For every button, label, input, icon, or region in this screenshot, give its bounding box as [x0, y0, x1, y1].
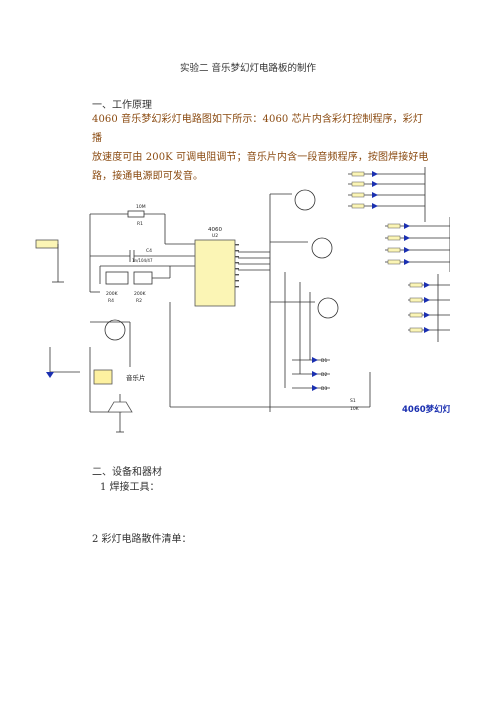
- section-heading-equipment: 二、设备和器材: [92, 467, 162, 478]
- document-title: 实验二 音乐梦幻灯电路板的制作: [179, 63, 317, 74]
- led-group-2: [404, 223, 410, 265]
- schematic-caption: 4060梦幻灯: [402, 404, 450, 415]
- section-heading-principle: 一、工作原理: [92, 100, 152, 111]
- wires: [35, 167, 450, 433]
- transistor-q1: [294, 189, 316, 211]
- led-group-3: [424, 282, 430, 333]
- speaker-icon: [107, 401, 133, 413]
- diode-label: D2: [321, 372, 327, 378]
- c1-value: 1n/104/47: [132, 258, 153, 263]
- diode-label: D1: [321, 358, 327, 364]
- music-chip: [93, 369, 113, 385]
- r2-ref: R2: [136, 298, 142, 304]
- transistor-q3: [317, 297, 339, 319]
- ic-name: 4060: [208, 227, 222, 233]
- switch-value: 10K: [350, 406, 360, 412]
- transistor-q2: [311, 237, 333, 259]
- diode-group: [312, 357, 318, 391]
- power-jack: [35, 239, 59, 249]
- circuit-schematic: 4060 U2 10M R1 C4 1n/104/47 200K R4 200K…: [35, 167, 450, 433]
- equipment-item-tools: 1 焊接工具：: [100, 482, 160, 493]
- pot-ref: R4: [108, 298, 114, 304]
- ic-ref: U2: [212, 233, 218, 239]
- r1-value: 10M: [136, 204, 146, 210]
- paragraph-line: 4060 音乐梦幻彩灯电路图如下所示：4060 芯片内含彩灯控制程序，彩灯播: [92, 114, 423, 144]
- equipment-item-parts: 2 彩灯电路散件清单：: [92, 534, 192, 545]
- diode-label: D3: [321, 386, 327, 392]
- c1-ref: C4: [146, 248, 152, 254]
- switch-ref: S1: [350, 398, 356, 404]
- music-chip-label: 音乐片: [126, 373, 146, 382]
- ic-4060: [194, 239, 236, 307]
- principle-paragraph: 4060 音乐梦幻彩灯电路图如下所示：4060 芯片内含彩灯控制程序，彩灯播 放…: [92, 110, 432, 186]
- led-group-1: [372, 171, 378, 209]
- pot-value: 200K: [106, 291, 119, 297]
- transistor-q4: [104, 319, 126, 341]
- r1-ref: R1: [137, 221, 143, 227]
- paragraph-line: 放速度可由 200K 可调电阻调节；音乐片内含一段音频程序，按图焊接好电: [92, 152, 429, 163]
- paragraph-line: 路，接通电源即可发音。: [92, 171, 204, 182]
- r2-value: 200K: [134, 291, 147, 297]
- indicator-led: [46, 372, 54, 378]
